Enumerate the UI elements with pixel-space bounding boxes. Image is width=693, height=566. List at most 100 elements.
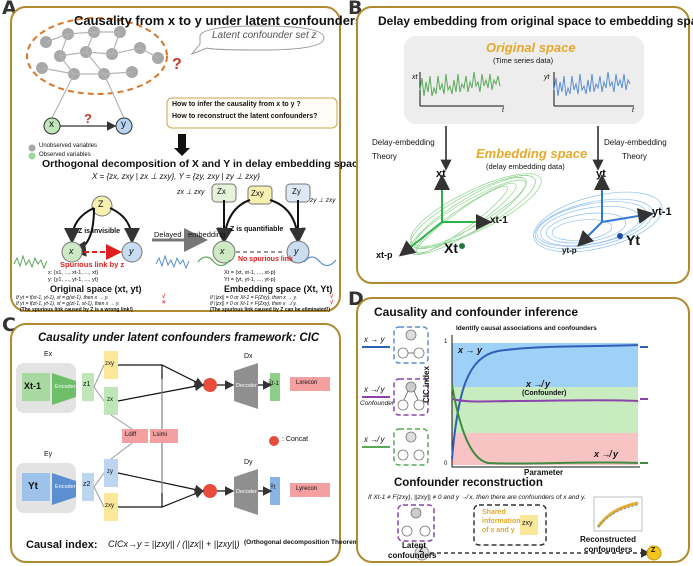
shared-info-3: of x and y: [482, 527, 515, 534]
z1-label: z1: [83, 381, 91, 388]
z-node: Z: [98, 199, 104, 209]
embedding-space-title: Embedding space (Xt, Yt): [224, 284, 333, 294]
zxy-x-label: zxy: [105, 361, 114, 367]
z-quantifiable: Z is quantifiable: [230, 226, 284, 233]
right-theory-label: Theory: [622, 152, 647, 161]
xt-1-input: Xt-1: [24, 381, 42, 391]
series-x-label: xt: [412, 74, 418, 81]
latent-label-1: Latent: [402, 541, 426, 550]
emb-x-series: Xt = {xt, xt-1, ..., xt-p}: [224, 270, 276, 276]
chart-xlabel: Parameter: [524, 468, 564, 477]
zy-node: Zy: [292, 187, 301, 196]
encoder-x: Encoder: [55, 384, 76, 390]
legend-observed: Observed variables: [39, 152, 91, 158]
axis-xt: xt: [436, 168, 446, 180]
node-y: y: [121, 119, 126, 130]
z2-label: z2: [83, 481, 91, 488]
embedding-label: embedding: [188, 230, 226, 239]
emb-rule-2-check: √: [330, 300, 334, 306]
embedding-space-sub: (delay embedding data): [486, 162, 565, 171]
emb-rule-2: If ||zx|| ≠ 0 or Xt-1 ≠ F(Zxy), then x ↛…: [210, 301, 297, 307]
emb-rule-1: If ||zx|| = 0 or Xt-1 = F(Zxy), then x →…: [210, 295, 298, 301]
axis-xt-1: xt-1: [490, 215, 508, 226]
orth-y: zy ⊥ zxy: [310, 197, 336, 204]
legend-unobserved: Unobserved variables: [39, 143, 98, 149]
orig-y-series: y: {y1, ..., yt-1, ..., yt}: [48, 277, 99, 283]
orig-rule-2: If yt = f(zt-1, yt-1), xt = g(zt-1, xt-1…: [16, 301, 120, 307]
row-1-label: x → y: [364, 335, 385, 344]
spurious-link: Spurious link by z: [60, 260, 125, 269]
original-space-label: Original space: [486, 40, 576, 55]
panel-a-title: Causality from x to y under latent confo…: [74, 13, 363, 28]
emb-rule-1-check: √: [330, 294, 334, 300]
panel-a: Causality from x to y under latent confo…: [10, 6, 364, 313]
point-yt: Yt: [626, 232, 640, 248]
row-2-label: x ↛ y: [364, 385, 385, 394]
shared-info-2: information: [482, 518, 521, 525]
point-xt: Xt: [444, 240, 458, 256]
axis-xt-p: xt-p: [376, 250, 393, 260]
right-delay-label: Delay-embedding: [604, 138, 667, 147]
dy-label: Dy: [244, 459, 253, 466]
latent-ellipse: [26, 17, 168, 95]
panel-d: Causality and confounder inference Ident…: [356, 297, 690, 563]
cic-formula: CICx→y = ||zxy|| / (||zx|| + ||zxy||): [108, 539, 240, 549]
panel-c: Causality under latent confounders frame…: [10, 323, 361, 563]
reconstructed-z: Z: [651, 547, 656, 554]
delayed-label: Delayed: [154, 230, 182, 239]
panel-d-title: Causality and confounder inference: [374, 305, 579, 319]
row-3-label: x ↛ y: [364, 435, 385, 444]
z-invisible: Z is invisible: [78, 228, 121, 235]
loss-diff: Ldiff: [125, 432, 137, 438]
question-1: How to infer the causality from x to y ?: [172, 101, 301, 108]
zx-node: Zx: [217, 187, 226, 196]
axis-yt: yt: [596, 168, 606, 180]
panel-a-graphics: [13, 17, 338, 270]
orig-rule-1: If yt = f(xt-1, yt-1), xt = g(xt-1), the…: [16, 295, 109, 301]
left-delay-label: Delay-embedding: [372, 138, 435, 147]
panel-d-graphics: [362, 326, 662, 561]
panel-d-subtitle: Confounder reconstruction: [394, 477, 543, 489]
orig-note: (The spurious link caused by Z is a wron…: [20, 307, 133, 313]
panel-b-graphics: [398, 36, 663, 257]
y-hat: Ŷt: [270, 485, 276, 491]
question-mark: ?: [172, 56, 182, 73]
orth-x: zx ⊥ zxy: [177, 189, 205, 196]
embedding-space-label: Embedding space: [476, 146, 588, 161]
encoder-y: Encoder: [55, 484, 76, 490]
panel-c-title: Causality under latent confounders frame…: [38, 332, 320, 344]
panel-c-graphics: [16, 351, 330, 521]
question-mark-2: ?: [84, 111, 92, 126]
row-2-sub: Confounder: [360, 400, 394, 407]
ytick-top: 1: [444, 339, 448, 345]
decoder-y: Decoder: [236, 489, 257, 495]
loss-simi: Lsimi: [153, 432, 168, 438]
confounder-rule: If Xt-1 ≠ F(zxy), ||zxy|| ≠ 0 and y ↛ x,…: [368, 494, 586, 501]
bubble-text: Latent confounder set z: [212, 30, 317, 41]
region-1-label: x → y: [458, 345, 483, 355]
ey-label: Ey: [44, 451, 53, 458]
orig-rule-2-cross: ×: [162, 300, 166, 306]
orig-rule-1-check: √: [162, 294, 166, 300]
region-2-sub: (Confounder): [522, 390, 567, 397]
axis-yt-p: yt-p: [562, 246, 577, 255]
x-hat: X̂t-1: [268, 381, 280, 387]
dx-label: Dx: [244, 353, 253, 360]
decomposition-equation: X = {zx, zxy | zx ⊥ zxy}, Y = {zy, zxy |…: [92, 172, 260, 181]
chart-ylabel: CIC index: [422, 366, 431, 403]
original-space-title: Original space (xt, yt): [50, 284, 142, 294]
series-y-label: yt: [544, 74, 550, 81]
node-x: x: [49, 119, 54, 130]
panel-a-subtitle: Orthogonal decomposition of X and Y in d…: [42, 158, 364, 170]
zy-label: zy: [107, 469, 113, 475]
no-spurious-link: No spurious link: [238, 256, 293, 263]
panel-b: Delay embedding from original space to e…: [356, 6, 693, 284]
loss-recon-y: Lyrecon: [296, 486, 318, 492]
series-y-time: t: [632, 107, 634, 114]
causal-index-label: Causal index:: [26, 539, 98, 551]
decoder-x: Decoder: [236, 383, 257, 389]
ytick-bottom: 0: [444, 461, 448, 467]
shared-info-1: Shared: [482, 509, 506, 516]
zxy-node: Zxy: [251, 189, 264, 198]
zxy-y-label: zxy: [105, 503, 114, 509]
